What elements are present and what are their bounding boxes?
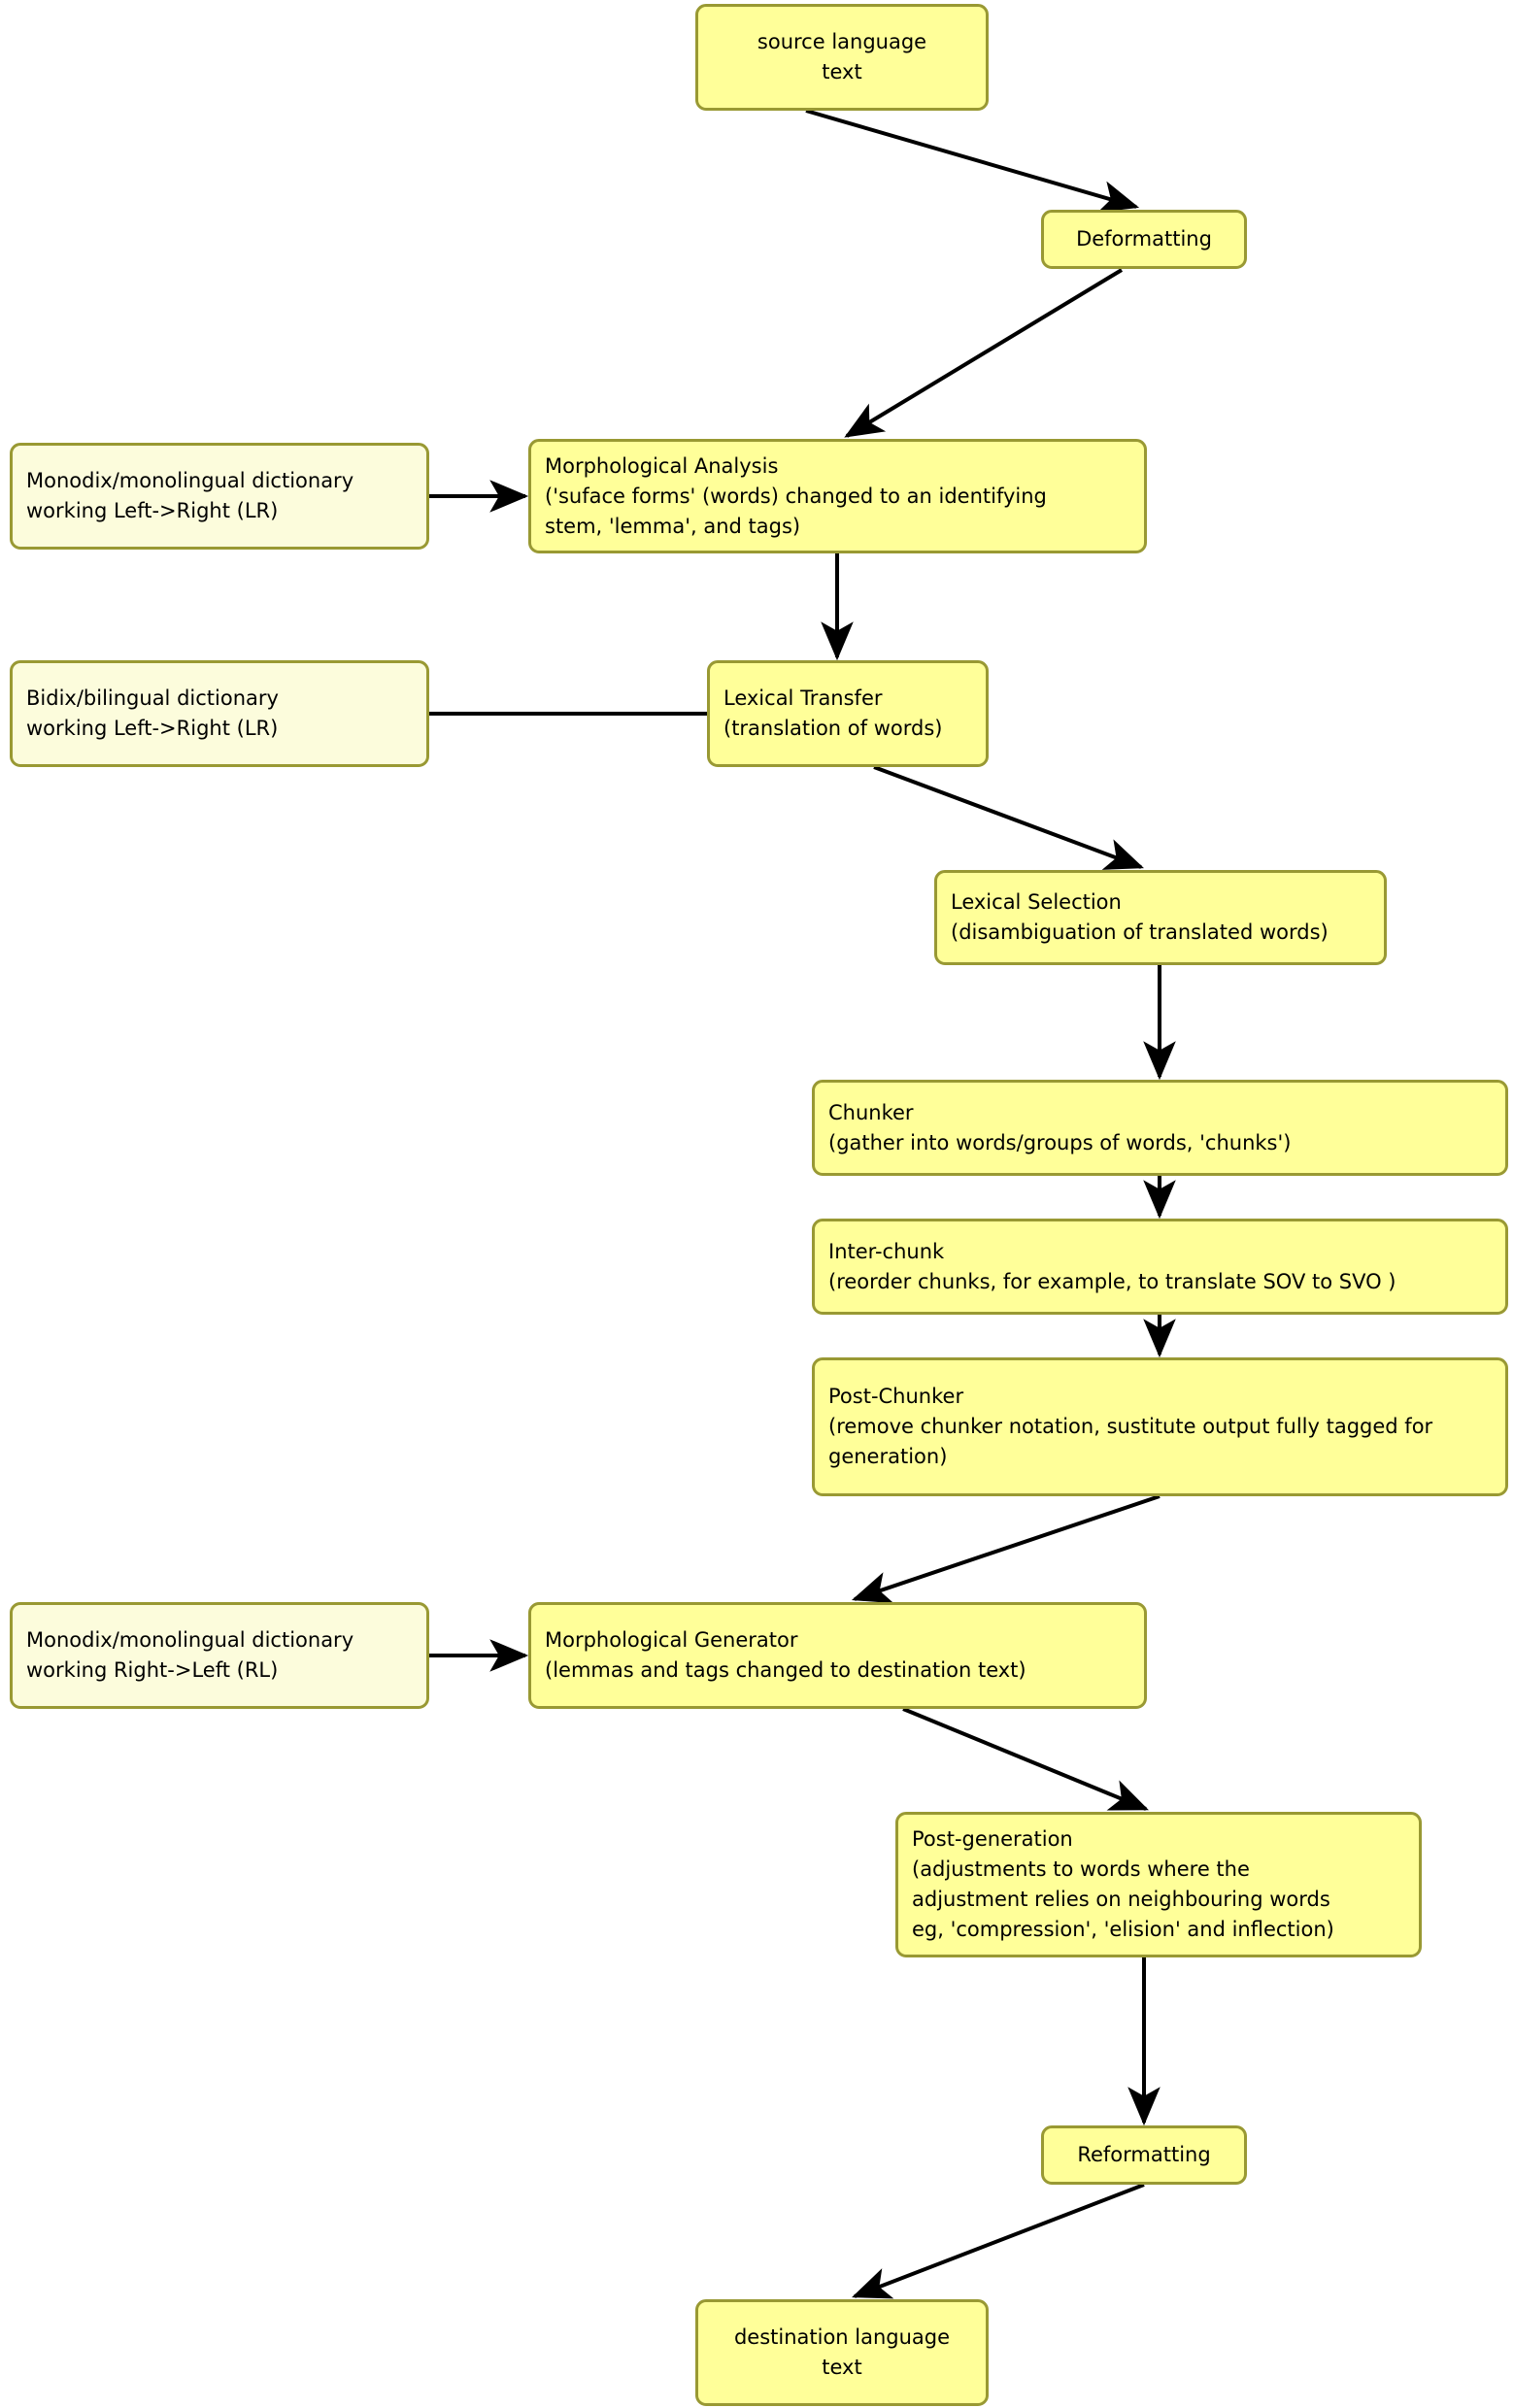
lexical-selection-node-label: Lexical Selection (disambiguation of tra… <box>951 890 1329 944</box>
lexical-selection-node[interactable]: Lexical Selection (disambiguation of tra… <box>934 870 1387 965</box>
destination-language-text-node-label: destination language text <box>733 2325 951 2379</box>
edge-reformatting-to-destination <box>852 2183 1145 2299</box>
source-language-text-node[interactable]: source language text <box>695 4 989 111</box>
morphological-analysis-node-label: Morphological Analysis ('suface forms' (… <box>545 453 1047 538</box>
post-chunker-node[interactable]: Post-Chunker (remove chunker notation, s… <box>812 1357 1508 1496</box>
post-generation-node[interactable]: Post-generation (adjustments to words wh… <box>895 1812 1422 1957</box>
edge-lexical-transfer-to-lexical-selection <box>873 765 1144 870</box>
monodix-rl-dictionary-node-label: Monodix/monolingual dictionary working R… <box>26 1628 354 1682</box>
inter-chunk-node-label: Inter-chunk (reorder chunks, for example… <box>828 1239 1396 1293</box>
edge-morph-generator-to-post-generation <box>902 1707 1149 1811</box>
lexical-transfer-node-label: Lexical Transfer (translation of words) <box>723 686 943 740</box>
reformatting-node-label: Reformatting <box>1077 2143 1211 2166</box>
monodix-lr-dictionary-node-label: Monodix/monolingual dictionary working L… <box>26 469 354 522</box>
reformatting-node[interactable]: Reformatting <box>1041 2125 1247 2185</box>
morphological-generator-node-label: Morphological Generator (lemmas and tags… <box>545 1628 1026 1682</box>
post-generation-node-label: Post-generation (adjustments to words wh… <box>912 1827 1334 1941</box>
bidix-lr-dictionary-node[interactable]: Bidix/bilingual dictionary working Left-… <box>10 660 429 767</box>
edge-source-to-deformatting <box>805 109 1140 213</box>
morphological-analysis-node[interactable]: Morphological Analysis ('suface forms' (… <box>528 439 1147 553</box>
bidix-lr-dictionary-node-label: Bidix/bilingual dictionary working Left-… <box>26 686 279 740</box>
deformatting-node[interactable]: Deformatting <box>1041 210 1247 269</box>
source-language-text-node-label: source language text <box>757 30 927 84</box>
post-chunker-node-label: Post-Chunker (remove chunker notation, s… <box>828 1385 1433 1468</box>
destination-language-text-node[interactable]: destination language text <box>695 2299 989 2406</box>
chunker-node-label: Chunker (gather into words/groups of wor… <box>828 1100 1292 1154</box>
inter-chunk-node[interactable]: Inter-chunk (reorder chunks, for example… <box>812 1219 1508 1315</box>
monodix-rl-dictionary-node[interactable]: Monodix/monolingual dictionary working R… <box>10 1602 429 1709</box>
monodix-lr-dictionary-node[interactable]: Monodix/monolingual dictionary working L… <box>10 443 429 550</box>
edge-deformatting-to-morph-analysis <box>844 268 1124 438</box>
morphological-generator-node[interactable]: Morphological Generator (lemmas and tags… <box>528 1602 1147 1709</box>
deformatting-node-label: Deformatting <box>1076 227 1212 251</box>
lexical-transfer-node[interactable]: Lexical Transfer (translation of words) <box>707 660 989 767</box>
chunker-node[interactable]: Chunker (gather into words/groups of wor… <box>812 1080 1508 1176</box>
edge-post-chunker-to-morph-generator <box>851 1494 1161 1604</box>
